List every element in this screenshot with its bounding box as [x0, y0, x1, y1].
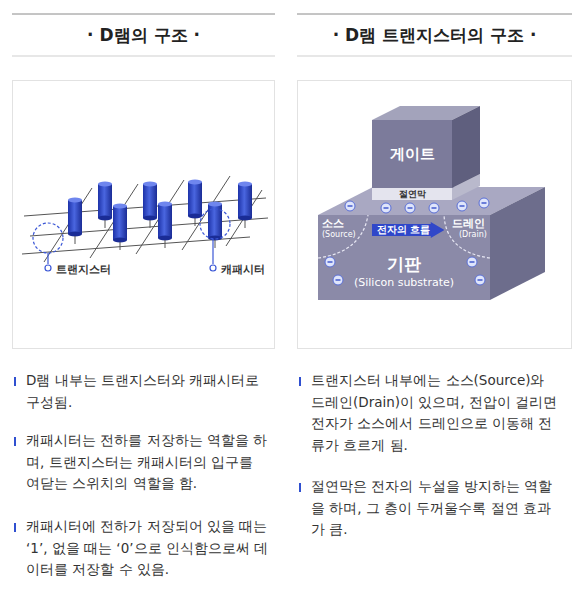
insulator-layer: 절연막 [372, 188, 452, 200]
electron-mark [479, 198, 489, 208]
electron-mark [467, 257, 477, 267]
array-wiring [22, 176, 268, 262]
electron-marks [325, 198, 489, 285]
header-rule [12, 14, 572, 56]
electron-mark [475, 275, 485, 285]
electron-mark [457, 201, 467, 211]
electron-mark [333, 275, 343, 285]
callout-label: 트랜지스터 [56, 262, 111, 277]
capacitor-cylinders [68, 180, 252, 251]
panel-heading: · D램의 구조 · [12, 0, 275, 350]
node-sublabel: (Silicon substrate) [354, 276, 454, 290]
node-label: 절연막 [399, 190, 426, 199]
capacitor-cylinder [238, 182, 252, 229]
callout-label: 캐패시터 [221, 262, 265, 277]
node-label: 게이트 [390, 145, 435, 164]
capacitor-cylinder [68, 198, 82, 245]
gate-block: 게이트 [372, 120, 452, 188]
node-label: · D램의 구조 · [12, 24, 275, 47]
electron-mark [345, 201, 355, 211]
region-sublabel: (Drain) [459, 230, 487, 239]
bullet-note: 절연막은 전자의 누설을 방지하는 역할을 하며, 그 층이 두꺼울수록 절연 … [299, 476, 561, 541]
node-label: 기판 [387, 254, 421, 275]
figure-frame [13, 81, 275, 349]
node-label: 전자의 흐름 [377, 225, 430, 235]
electron-mark [325, 257, 335, 267]
electron-mark [405, 203, 415, 213]
capacitor-cylinder [113, 204, 127, 251]
figure-frame [298, 81, 572, 349]
capacitor-cylinder [98, 182, 112, 229]
electron-mark [381, 203, 391, 213]
panel-heading: · D램 트랜지스터의 구조 · 게이트절연막기판(Silicon substra… [297, 0, 572, 350]
region-sublabel: (Source) [322, 230, 356, 239]
electron-flow-arrow: 전자의 흐름 [372, 222, 444, 238]
node-label: · D램 트랜지스터의 구조 · [297, 24, 572, 47]
region-label: 드레인 [452, 216, 485, 231]
bullet-note: 캐패시터는 전하를 저장하는 역할을 하며, 트랜지스터는 캐패시터의 입구를 … [14, 430, 269, 495]
capacitor-cylinder [143, 182, 157, 229]
electron-mark [429, 203, 439, 213]
region-label: 소스 [322, 216, 344, 231]
bullet-note: 트랜지스터 내부에는 소스(Source)와 드레인(Drain)이 있으며, … [299, 370, 561, 456]
capacitor-cylinder [188, 180, 202, 227]
bullet-note: D램 내부는 트랜지스터와 캐패시터로 구성됨. [14, 370, 269, 413]
callout-marks [33, 209, 230, 271]
transistor-block [318, 106, 545, 300]
capacitor-cylinder [158, 202, 172, 249]
bullet-note: 캐패시터에 전하가 저장되어 있을 때는 ‘1’, 없을 때는 ‘0’으로 인식… [14, 516, 269, 581]
